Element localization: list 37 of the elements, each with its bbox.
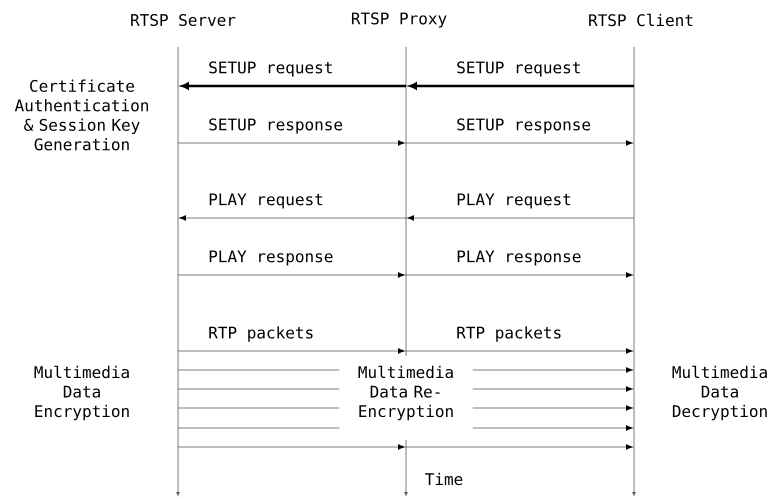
- arrow: [178, 348, 406, 354]
- edge-label: PLAY request: [207, 192, 325, 210]
- arrow: [178, 444, 406, 450]
- arrow: [406, 140, 634, 146]
- lifeline: [176, 46, 180, 496]
- process-label: Multimedia Data Re-Encryption: [358, 366, 453, 420]
- arrow: [472, 405, 634, 411]
- arrow: [472, 386, 634, 392]
- edge-label: SETUP request: [455, 60, 582, 78]
- arrow: [409, 82, 634, 90]
- participant-label: RTSP Proxy: [352, 12, 447, 28]
- edge-label: PLAY response: [207, 250, 334, 266]
- lifeline: [404, 440, 408, 496]
- arrow: [406, 444, 634, 450]
- arrow: [472, 367, 634, 373]
- edge-label: PLAY request: [455, 192, 573, 210]
- arrow: [406, 215, 634, 221]
- arrow: [178, 140, 406, 146]
- time-label: Time: [425, 472, 462, 486]
- annotation: Multimedia Data Decryption: [672, 366, 767, 420]
- edge-label: RTP packets: [207, 325, 316, 343]
- arrow: [178, 272, 406, 278]
- participant-label: RTSP Client: [589, 14, 692, 26]
- annotation: Certificate Authentication & Session Key Generation: [14, 80, 148, 150]
- edge-label: SETUP request: [207, 60, 334, 78]
- arrow: [406, 348, 634, 354]
- lifeline: [632, 46, 636, 496]
- arrow: [181, 82, 406, 90]
- arrow: [406, 272, 634, 278]
- arrow: [472, 425, 634, 431]
- annotation: Multimedia Data Encryption: [34, 366, 129, 420]
- arrow: [178, 215, 406, 221]
- edge-label: PLAY response: [455, 250, 582, 266]
- edge-label: RTP packets: [455, 325, 564, 343]
- edge-label: SETUP response: [207, 117, 344, 135]
- participant-label: RTSP Server: [131, 14, 236, 26]
- edge-label: SETUP response: [455, 117, 592, 135]
